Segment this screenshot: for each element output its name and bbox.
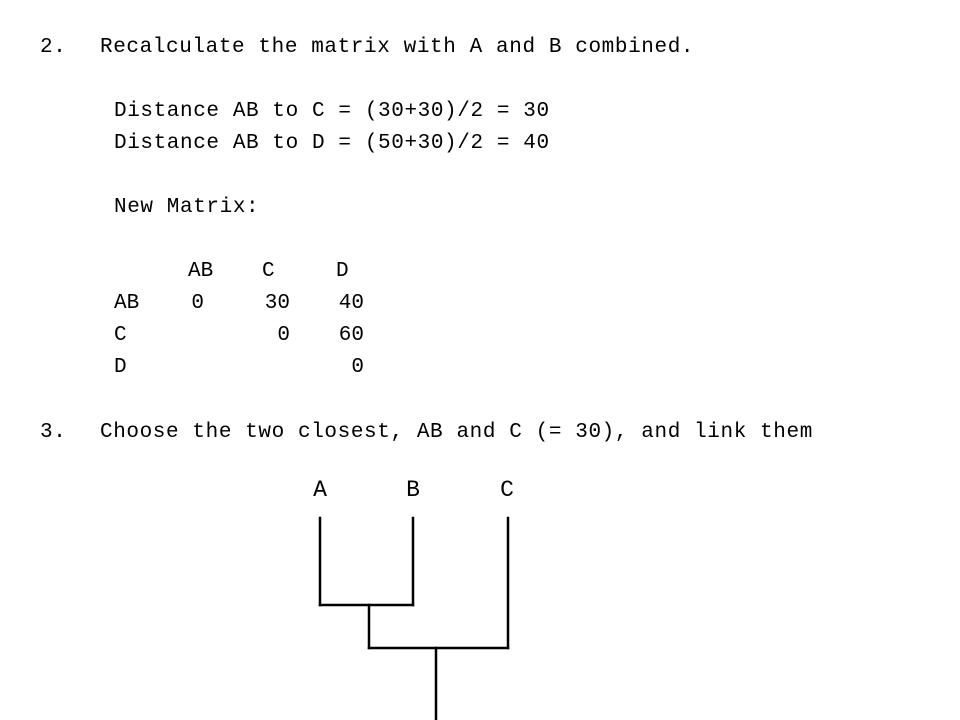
matrix-cell: 60 [338, 324, 364, 347]
step2-number: 2. [40, 36, 67, 59]
distance-line-d: Distance AB to D = (50+30)/2 = 40 [114, 132, 550, 155]
matrix-row-label: D [114, 356, 127, 379]
matrix-row-label: AB [114, 292, 140, 315]
leaf-label-a: A [313, 477, 327, 503]
leaf-label-c: C [500, 477, 514, 503]
matrix-cell: 30 [264, 292, 290, 315]
matrix-title: New Matrix: [114, 196, 260, 219]
matrix-col-header-d: D [336, 260, 349, 283]
matrix-cell: 0 [351, 356, 364, 379]
matrix-col-header-ab: AB [188, 260, 214, 283]
matrix-cell: 40 [338, 292, 364, 315]
leaf-label-b: B [406, 477, 420, 503]
matrix-col-header-c: C [262, 260, 275, 283]
distance-line-c: Distance AB to C = (30+30)/2 = 30 [114, 100, 550, 123]
step2-text: Recalculate the matrix with A and B comb… [100, 36, 695, 59]
step3-number: 3. [40, 421, 67, 444]
matrix-cell: 0 [191, 292, 204, 315]
step3-text: Choose the two closest, AB and C (= 30),… [100, 421, 813, 444]
matrix-row-label: C [114, 324, 127, 347]
matrix-cell: 0 [277, 324, 290, 347]
